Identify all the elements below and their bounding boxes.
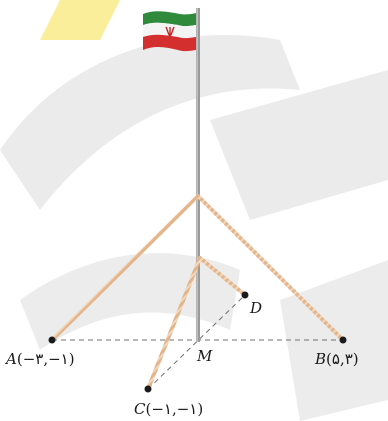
- point-A: [48, 336, 56, 344]
- flag-green-stripe: [143, 11, 196, 27]
- flag-emblem-icon: [165, 26, 175, 37]
- flag-red-stripe: [143, 34, 196, 52]
- flag-pole-highlight: [196, 8, 198, 342]
- label-M: M: [196, 347, 213, 365]
- point-B: [339, 336, 347, 344]
- rope-top-to-A: [50, 194, 200, 342]
- label-C: C(−۱,−۱): [134, 400, 203, 418]
- label-B: B(۵,۳): [314, 350, 359, 368]
- ropes: [50, 194, 345, 391]
- label-A: A(−۳,−۱): [4, 350, 75, 368]
- points: [48, 291, 347, 393]
- point-C: [144, 385, 152, 393]
- point-D: [241, 291, 249, 299]
- flag-pole: [196, 8, 200, 342]
- label-D: D: [249, 299, 262, 317]
- rope-mid-to-D: [198, 256, 247, 297]
- flag: [143, 11, 196, 52]
- rope-mid-to-C: [146, 256, 202, 391]
- rope-top-to-B: [196, 194, 345, 342]
